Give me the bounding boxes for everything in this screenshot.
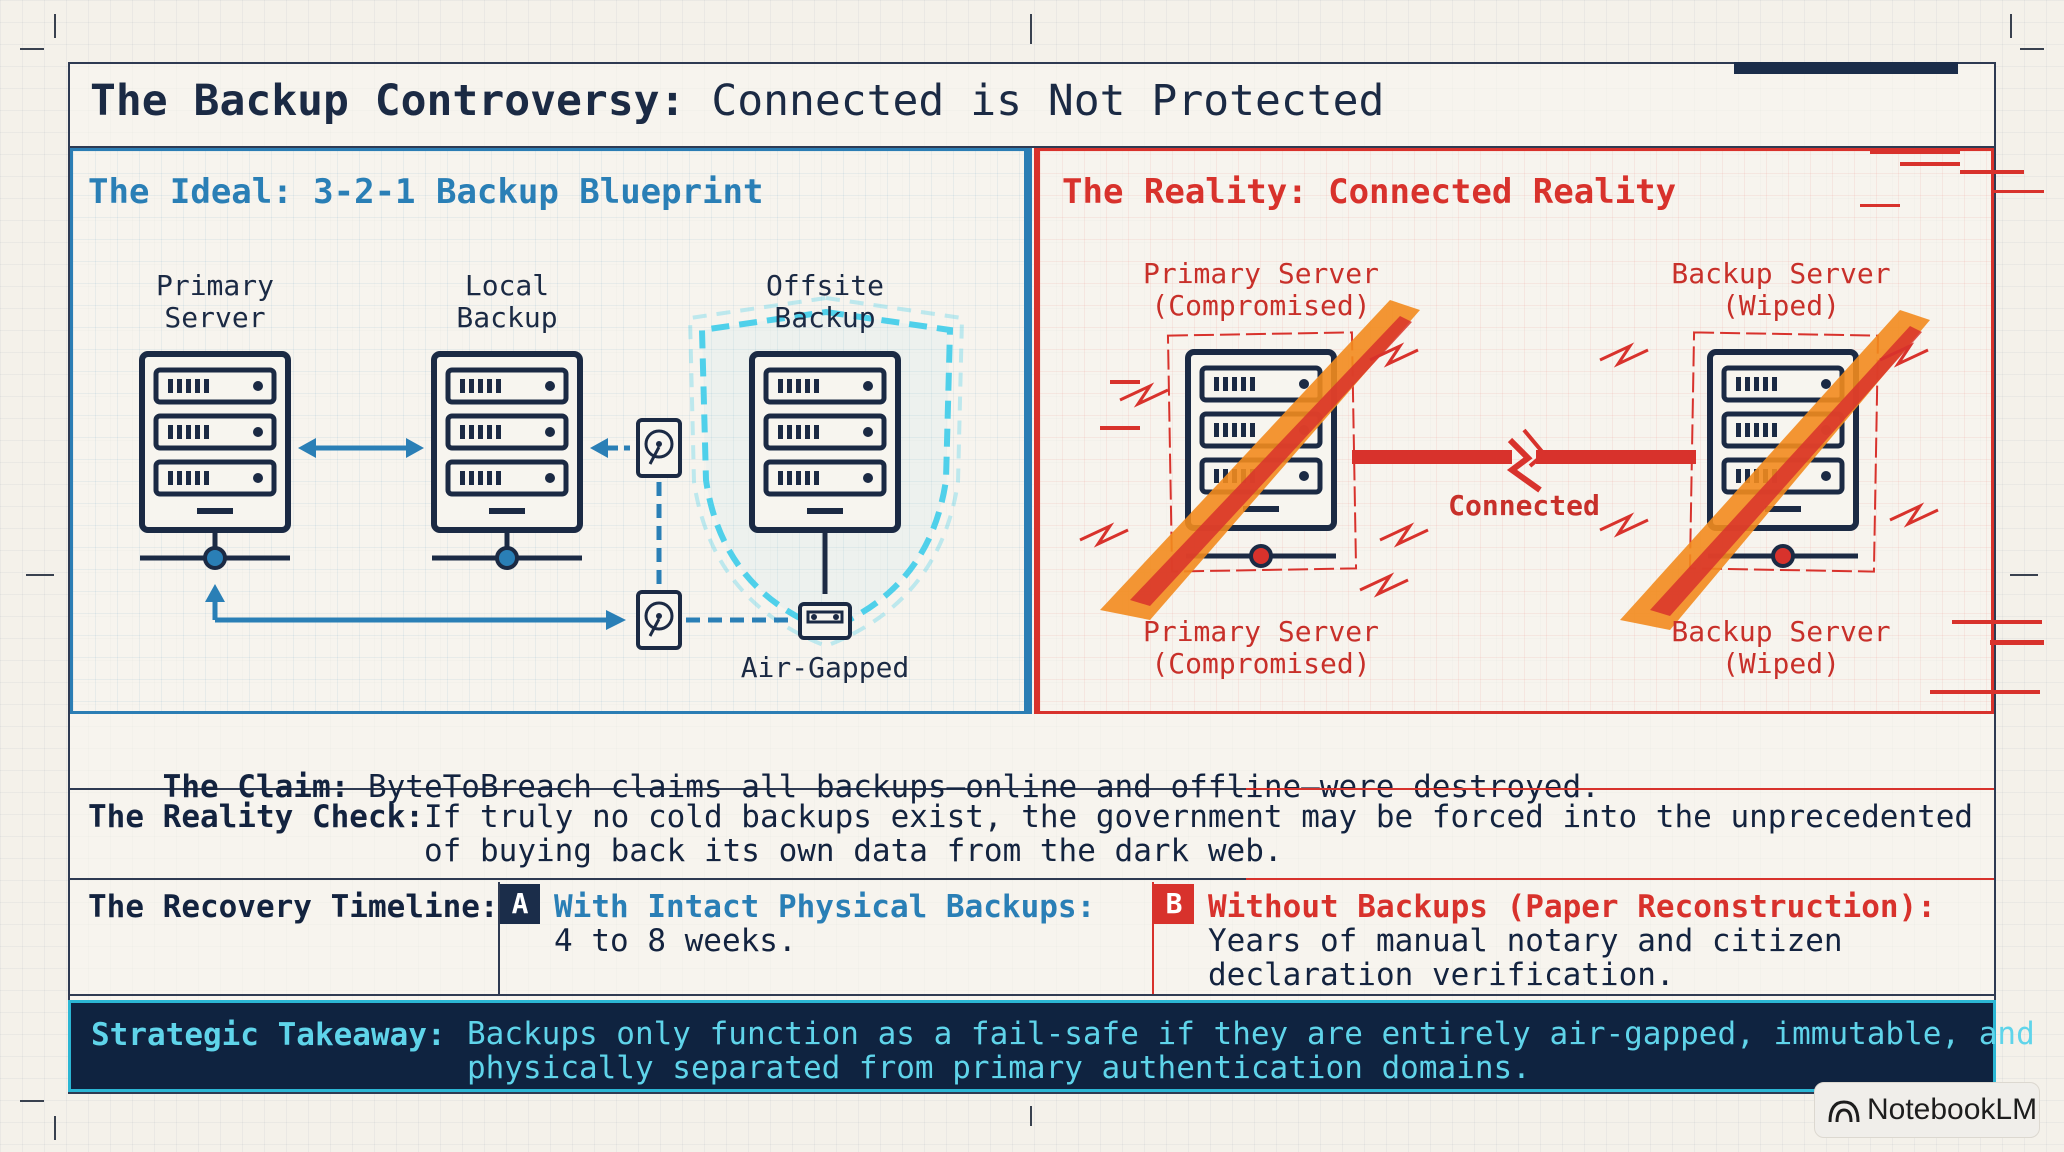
notebooklm-badge[interactable]: NotebookLM — [1814, 1082, 2040, 1138]
local-backup-server-icon — [432, 354, 582, 570]
backup-wiped-top-label: Backup Server (Wiped) — [1671, 257, 1891, 322]
page-title: The Backup Controversy: Connected is Not… — [90, 76, 1384, 126]
takeaway-label: Strategic Takeaway: — [91, 1017, 446, 1053]
frame-tab — [1734, 62, 1958, 74]
option-b-badge: B — [1154, 884, 1194, 924]
claim-line: The Claim: ByteToBreach claims all backu… — [88, 736, 1600, 838]
primary-compromised-bottom-label: Primary Server (Compromised) — [1142, 615, 1379, 680]
notebooklm-label: NotebookLM — [1867, 1093, 2038, 1126]
crop-mark — [2010, 574, 2038, 576]
primary-server-label: Primary Server — [155, 269, 274, 334]
crop-mark — [1030, 1106, 1032, 1126]
option-b-text: Years of manual notary and citizen decla… — [1208, 923, 1843, 993]
strategic-takeaway-banner: Strategic Takeaway: Backups only functio… — [68, 1000, 2035, 1092]
crop-mark — [54, 1116, 56, 1140]
claim-text: ByteToBreach claims all backups—online a… — [367, 769, 1600, 805]
offsite-backup-server-icon — [752, 354, 898, 594]
notebooklm-logo-icon — [1828, 1100, 1860, 1123]
crop-mark — [2020, 48, 2044, 50]
timeline-divider — [498, 882, 500, 994]
option-b-title: Without Backups (Paper Reconstruction): — [1208, 889, 1936, 925]
recovery-timeline-row: The Recovery Timeline: — [68, 880, 1996, 996]
takeaway-text: Backups only function as a fail-safe if … — [467, 1016, 2035, 1086]
connected-label: Connected — [1448, 489, 1600, 522]
crop-mark — [20, 48, 44, 50]
connection-arrows — [205, 438, 796, 630]
reality-check-text: If truly no cold backups exist, the gove… — [424, 799, 1974, 869]
claim-row: The Claim: ByteToBreach claims all backu… — [68, 716, 1996, 804]
option-a-title: With Intact Physical Backups: — [554, 889, 1096, 925]
red-accent-line — [1246, 878, 1994, 880]
air-gapped-label: Air-Gapped — [740, 651, 910, 684]
crop-mark — [1030, 14, 1032, 44]
crop-mark — [26, 574, 54, 576]
red-accent-line — [1246, 788, 1994, 790]
glitch-marks — [1100, 148, 2044, 694]
hard-drive-icon — [636, 418, 682, 478]
reality-heading: The Reality: Connected Reality — [1062, 172, 1677, 212]
reality-check-label: The Reality Check: — [88, 799, 424, 835]
crop-mark — [20, 1100, 44, 1102]
connection-link — [1352, 428, 1696, 493]
title-bold: The Backup Controversy: — [90, 76, 686, 126]
crop-mark — [54, 14, 56, 38]
timeline-label: The Recovery Timeline: — [88, 889, 499, 925]
timeline-divider — [1152, 882, 1154, 994]
hard-drive-icon — [636, 590, 682, 650]
tape-drive-icon — [798, 602, 852, 640]
reality-check-row: The Reality Check: If truly no cold back… — [68, 790, 1996, 880]
crop-mark — [2010, 14, 2012, 38]
primary-server-icon — [140, 354, 290, 570]
title-divider — [68, 146, 1996, 148]
claim-label: The Claim: — [162, 769, 350, 805]
ideal-heading: The Ideal: 3-2-1 Backup Blueprint — [88, 172, 764, 212]
backup-wiped-bottom-label: Backup Server (Wiped) — [1671, 615, 1891, 680]
option-a-badge: A — [500, 884, 540, 924]
primary-compromised-top-label: Primary Server (Compromised) — [1142, 257, 1379, 322]
local-backup-label: Local Backup — [456, 269, 558, 334]
option-a-text: 4 to 8 weeks. — [554, 923, 797, 959]
offsite-backup-label: Offsite Backup — [765, 269, 884, 334]
title-rest: Connected is Not Protected — [711, 76, 1385, 126]
wiped-backup-server-icon — [1598, 310, 1940, 630]
